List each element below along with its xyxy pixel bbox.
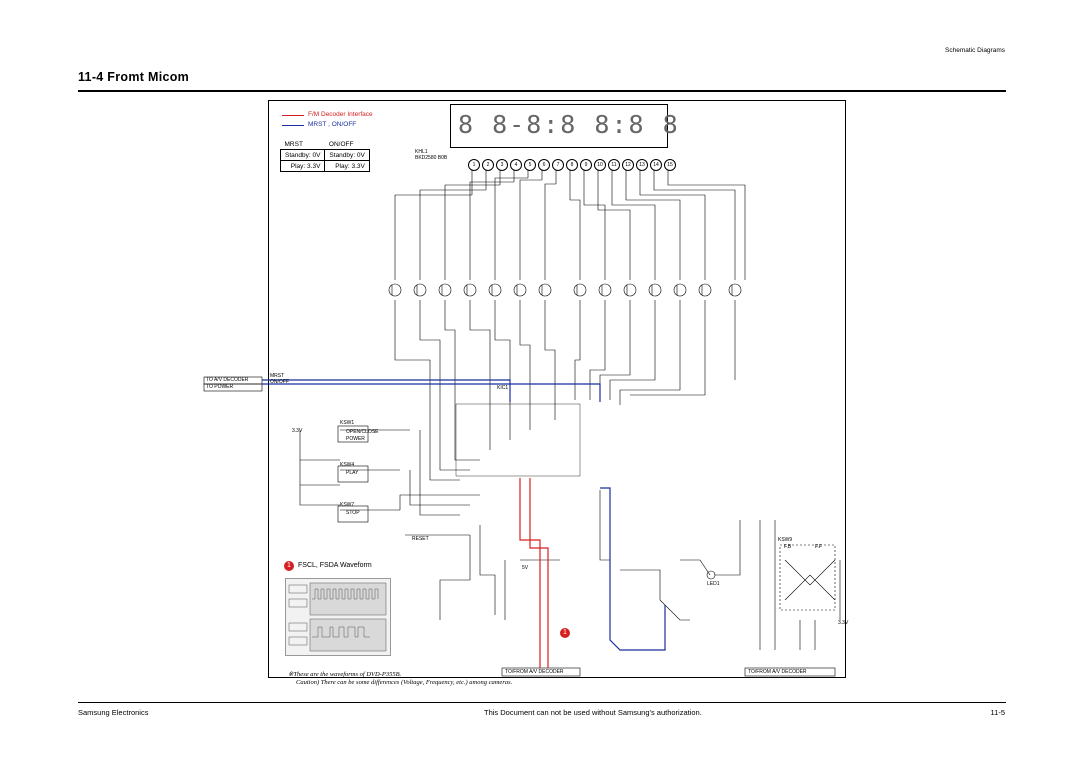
- display-pin: 12: [622, 159, 634, 171]
- waveform-marker: 1: [560, 628, 570, 638]
- table-header: MRST: [284, 140, 303, 148]
- waveform-marker: 1: [284, 561, 294, 571]
- vfd-display: [450, 104, 668, 148]
- page-number: 11-5: [990, 708, 1005, 717]
- display-pin: 15: [664, 159, 676, 171]
- ic-label: KIC1: [497, 385, 509, 391]
- display-pin: 1: [468, 159, 480, 171]
- vfd-part: KHL1: [415, 149, 428, 155]
- table-cell: Play: 3.3V: [324, 160, 370, 172]
- legend-red-line: [282, 115, 304, 116]
- key-label: F.B: [784, 544, 792, 550]
- vfd-part-number: BKD2580 B0B: [415, 155, 448, 161]
- transistor-symbol: [673, 283, 687, 297]
- display-pin: 2: [482, 159, 494, 171]
- transistor-symbol: [698, 283, 712, 297]
- transistor-symbol: [438, 283, 452, 297]
- display-pin: 7: [552, 159, 564, 171]
- note-line-2: Caution) There can be some differences (…: [296, 679, 513, 686]
- display-pin: 13: [636, 159, 648, 171]
- reset-label: RESET: [412, 536, 429, 542]
- transistor-symbol: [513, 283, 527, 297]
- footer-company: Samsung Electronics: [78, 708, 149, 717]
- transistor-symbol: [413, 283, 427, 297]
- transistor-symbol: [538, 283, 552, 297]
- key-label: OPEN/CLOSE: [346, 429, 379, 435]
- key-label: STOP: [346, 510, 360, 516]
- key-label: POWER: [346, 436, 365, 442]
- transistor-symbol: [648, 283, 662, 297]
- display-pin: 11: [608, 159, 620, 171]
- signal-label: MRST: [270, 373, 285, 379]
- connector-label: TO POWER: [206, 384, 234, 390]
- table-header: ON/OFF: [328, 140, 354, 148]
- footer-rule: [78, 702, 1006, 703]
- key-part: KSW4: [340, 462, 355, 468]
- key-part: KSW1: [340, 420, 355, 426]
- connector-label: TO A/V DECODER: [206, 377, 249, 383]
- note-line-1: ※These are the waveforms of DVD-P355B.: [288, 671, 402, 678]
- key-part: KSW9: [778, 537, 793, 543]
- supply-label: 5V: [522, 565, 529, 571]
- display-pin: 6: [538, 159, 550, 171]
- transistor-symbol: [388, 283, 402, 297]
- display-pin: 4: [510, 159, 522, 171]
- display-pin: 10: [594, 159, 606, 171]
- transistor-symbol: [488, 283, 502, 297]
- connector-label: TO/FROM A/V DECODER: [505, 669, 564, 675]
- key-part: KSW7: [340, 502, 355, 508]
- schematic-frame: [268, 100, 846, 678]
- footer-notice: This Document can not be used without Sa…: [484, 708, 702, 717]
- transistor-symbol: [728, 283, 742, 297]
- display-pin: 8: [566, 159, 578, 171]
- key-label: PLAY: [346, 470, 359, 476]
- display-pin: 5: [524, 159, 536, 171]
- waveform-image: [285, 578, 391, 656]
- display-pin: 3: [496, 159, 508, 171]
- transistor-symbol: [623, 283, 637, 297]
- transistor-symbol: [463, 283, 477, 297]
- key-label: F.F: [815, 544, 822, 550]
- legend-blue-line: [282, 125, 304, 126]
- waveform-caption: FSCL, FSDA Waveform: [298, 562, 372, 569]
- vfd-digits: 8 8-8:8 8:8 8: [458, 110, 680, 139]
- legend-blue-label: MRST , ON/OFF: [308, 121, 357, 128]
- transistor-symbol: [573, 283, 587, 297]
- display-pin: 9: [580, 159, 592, 171]
- led-label: LED1: [707, 581, 720, 587]
- section-label: Schematic Diagrams: [945, 47, 1005, 54]
- supply-label: 3.3V: [838, 620, 849, 626]
- title-rule: [78, 90, 1006, 92]
- display-pin: 14: [650, 159, 662, 171]
- connector-label: TO/FROM A/V DECODER: [748, 669, 807, 675]
- transistor-symbol: [598, 283, 612, 297]
- supply-label: 3.3V: [292, 428, 303, 434]
- legend-red-label: F/M Decoder Interface: [308, 111, 373, 118]
- voltage-table: MRST ON/OFF Standby: 0V Standby: 0V Play…: [279, 139, 370, 172]
- page-title: 11-4 Fromt Micom: [78, 70, 190, 84]
- signal-label: ON/OFF: [270, 379, 289, 385]
